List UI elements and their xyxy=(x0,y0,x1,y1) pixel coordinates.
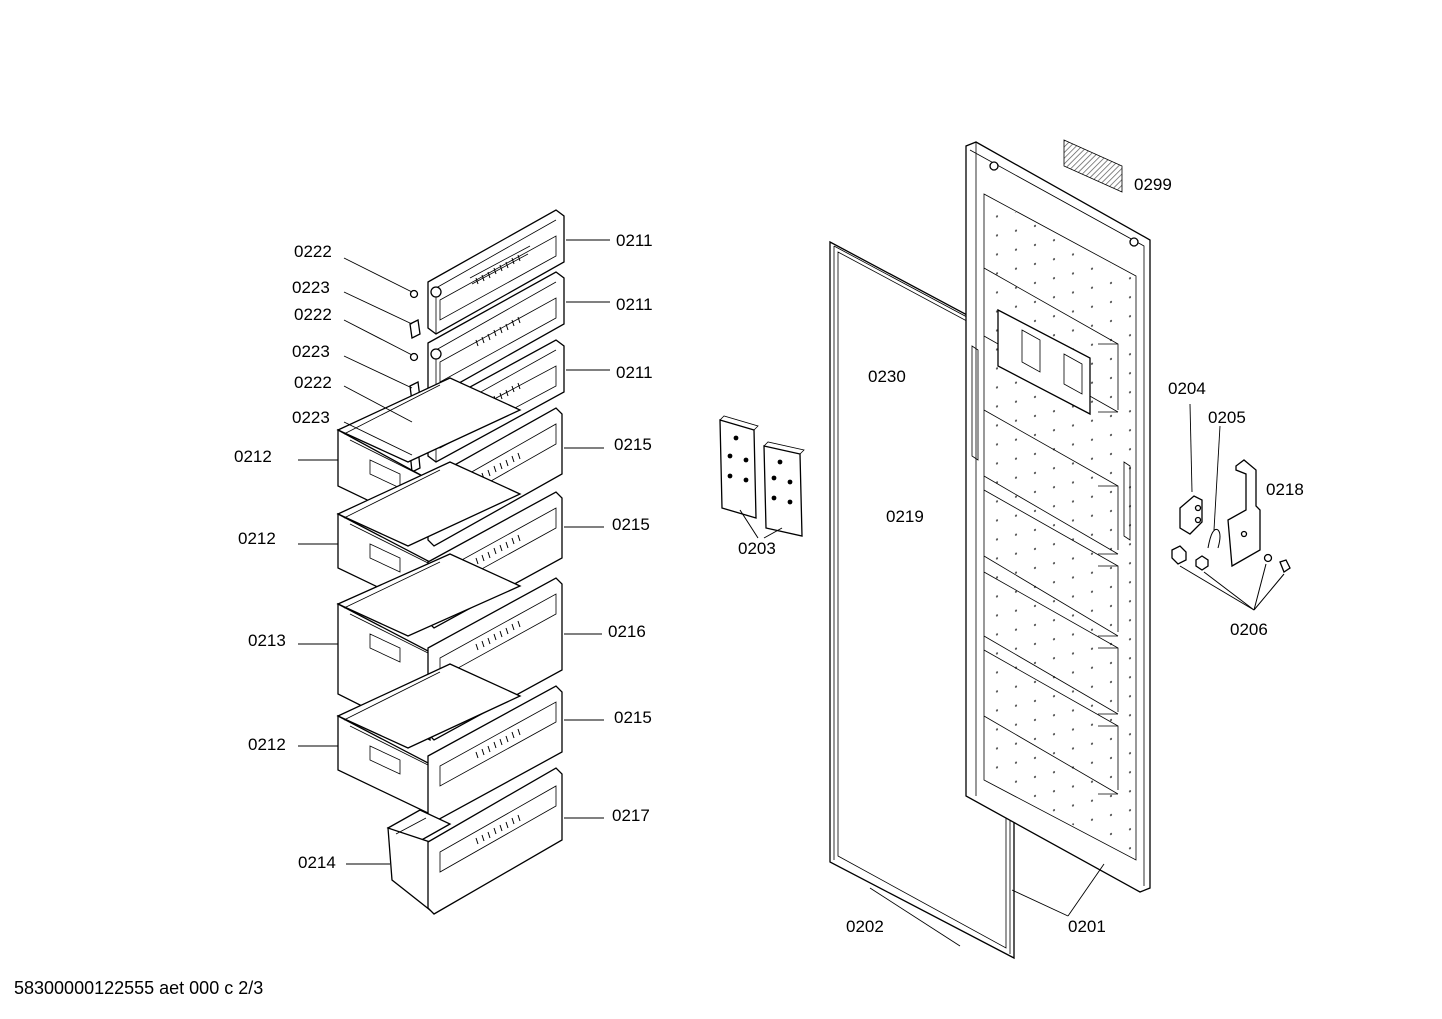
document-code: 58300000122555 aet 000 c 2/3 xyxy=(14,978,264,998)
drawer-0214 xyxy=(386,809,452,912)
leader-lines-left xyxy=(298,239,610,865)
label-0219: 0219 xyxy=(886,507,924,526)
label-0215-top: 0215 xyxy=(614,435,652,454)
label-0218: 0218 xyxy=(1266,480,1304,499)
label-0212-top: 0212 xyxy=(234,447,272,466)
label-0212-second: 0212 xyxy=(238,529,276,548)
label-0201: 0201 xyxy=(1068,917,1106,936)
label-0223-second: 0223 xyxy=(292,342,330,361)
label-0223-first: 0223 xyxy=(292,278,330,297)
door-0201 xyxy=(965,141,1151,893)
flap-0211-middle xyxy=(427,271,565,397)
label-0203: 0203 xyxy=(738,539,776,558)
label-0211-top: 0211 xyxy=(616,231,653,250)
ice-packs-0203 xyxy=(719,415,805,539)
drawer-0212-fourth xyxy=(336,663,522,816)
fasteners-0206 xyxy=(1171,545,1291,611)
label-0222-second: 0222 xyxy=(294,305,332,324)
label-0206: 0206 xyxy=(1230,620,1268,639)
label-0299: 0299 xyxy=(1134,175,1172,194)
label-0215-fourth: 0215 xyxy=(614,708,652,727)
label-0230: 0230 xyxy=(868,367,906,386)
label-0215-second: 0215 xyxy=(612,515,650,534)
label-0212-fourth: 0212 xyxy=(248,735,286,754)
spring-0205 xyxy=(1207,528,1221,549)
drawer-stack xyxy=(336,209,565,915)
label-0202: 0202 xyxy=(846,917,884,936)
part-labels: 0211 0211 0211 0222 0223 0222 0223 0222 … xyxy=(234,175,1304,936)
leader-lines-right xyxy=(869,403,1221,947)
label-0211-bottom: 0211 xyxy=(616,363,653,382)
label-0223-third: 0223 xyxy=(292,408,330,427)
label-0216: 0216 xyxy=(608,622,646,641)
drawer-front-0217 xyxy=(427,767,563,915)
hinge-cover-0204 xyxy=(1179,495,1203,535)
label-0222-first: 0222 xyxy=(294,242,332,261)
hinge-bracket-0218 xyxy=(1227,459,1261,568)
label-0211-middle: 0211 xyxy=(616,295,653,314)
flap-0211-top xyxy=(427,209,565,335)
label-0213: 0213 xyxy=(248,631,286,650)
label-0205: 0205 xyxy=(1208,408,1246,427)
label-0204: 0204 xyxy=(1168,379,1206,398)
label-strip-0299 xyxy=(1063,139,1123,193)
label-0217: 0217 xyxy=(612,806,650,825)
label-0222-third: 0222 xyxy=(294,373,332,392)
label-0214: 0214 xyxy=(298,853,336,872)
